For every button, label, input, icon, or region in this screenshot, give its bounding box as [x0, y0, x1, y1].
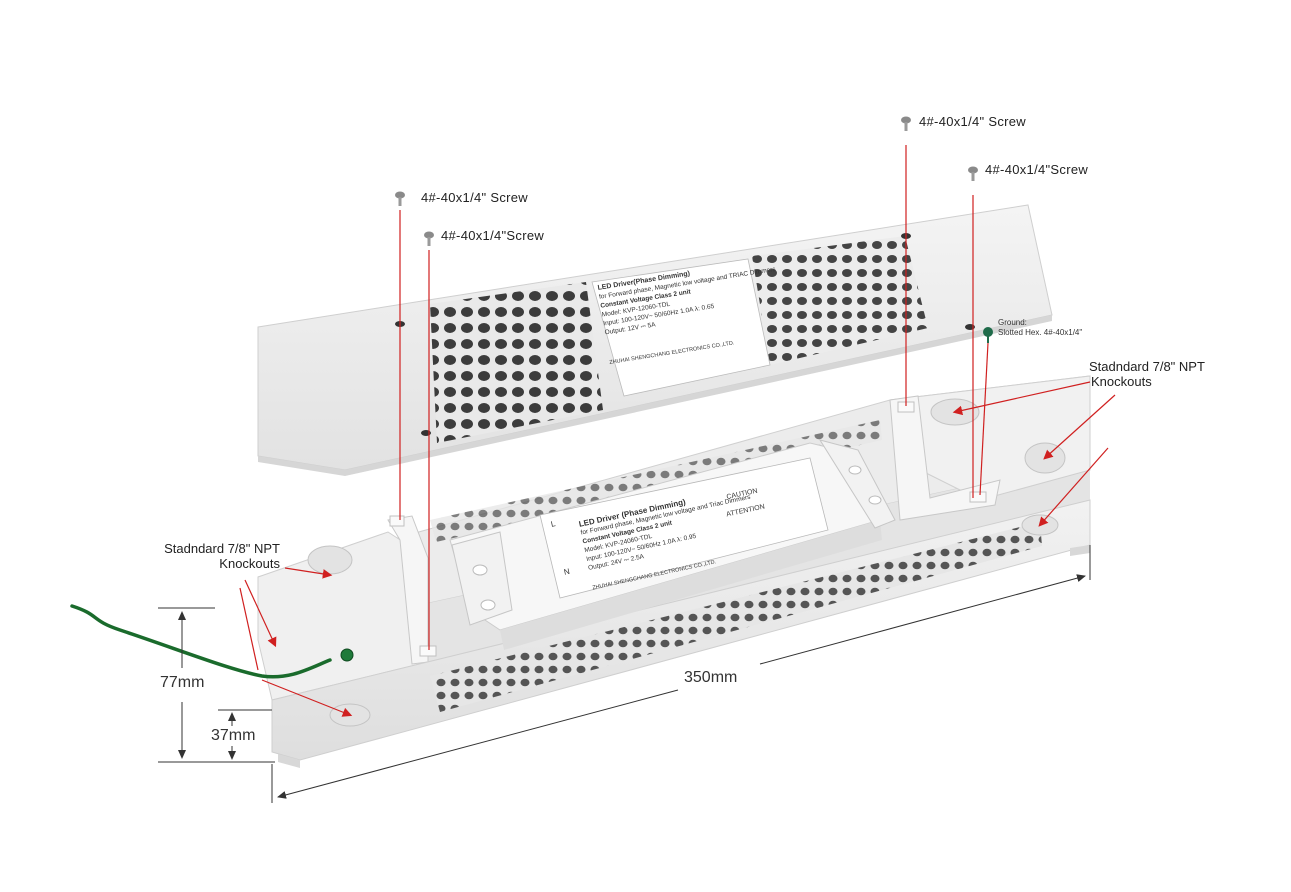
leader-line	[239, 587, 259, 671]
top-cover	[257, 204, 1053, 476]
knockouts-label-right: Stadndard 7/8" NPT Knockouts	[1089, 359, 1205, 389]
cover-vent-left	[430, 282, 603, 443]
driver-mount-flange-right	[818, 439, 896, 529]
length-dim-arrow	[277, 689, 679, 799]
led-driver-module	[449, 439, 896, 650]
ground-wire	[70, 604, 354, 679]
ground-wire-terminal	[340, 648, 354, 662]
leader-arrow	[952, 381, 1091, 416]
screw-tab	[389, 515, 405, 527]
mounting-foot	[1070, 545, 1090, 556]
knockouts-label-right-line2: Knockouts	[1091, 374, 1152, 389]
ground-label-line2: Slotted Hex. 4#-40x1/4"	[998, 328, 1083, 337]
ground-screw	[983, 327, 993, 343]
cover-vent-right	[752, 236, 928, 365]
knockouts-label-left-line2: Knockouts	[219, 556, 280, 571]
screw-label-left: 4#-40x1/4"Screw	[441, 228, 545, 243]
driver-mount-flange-left	[451, 531, 513, 626]
height-dimension: 77mm	[160, 674, 205, 691]
length-dim-arrow	[759, 574, 1086, 665]
leader-arrow	[261, 679, 353, 717]
leader-arrow	[284, 567, 333, 579]
ground-screw-head	[983, 327, 993, 337]
front-wall-vents	[430, 522, 1042, 712]
driver-side	[500, 520, 882, 650]
knockouts-label-left: Stadndard 7/8" NPT Knockouts	[150, 541, 280, 571]
screw-icon	[968, 166, 978, 181]
mounting-foot	[278, 754, 300, 768]
knockouts-label-right-line1: Stadndard 7/8" NPT	[1089, 359, 1205, 374]
screw-icon	[424, 231, 434, 246]
length-dimension: 350mm	[684, 669, 738, 686]
screw-icon	[395, 191, 405, 206]
screw-icon	[901, 116, 911, 131]
screw-label-top-right: 4#-40x1/4" Screw	[919, 114, 1026, 129]
driver-terminal-n: N	[563, 566, 571, 577]
screw-label-right: 4#-40x1/4"Screw	[985, 162, 1089, 177]
base-height-dimension: 37mm	[211, 727, 256, 744]
leader-line	[979, 342, 989, 496]
knockouts-label-left-line1: Stadndard 7/8" NPT	[164, 541, 280, 556]
screw-tab	[969, 491, 987, 503]
leader-arrow	[1038, 447, 1109, 527]
ground-wire-path	[70, 604, 332, 679]
leader-arrow	[244, 579, 277, 648]
screw-label-top-left: 4#-40x1/4" Screw	[421, 190, 528, 205]
screw-tab	[419, 645, 437, 657]
knockout	[307, 545, 353, 575]
dimension-lines	[158, 545, 1091, 803]
leader-lines	[239, 145, 1116, 717]
driver-label-plate	[539, 457, 829, 599]
leader-arrow	[1043, 394, 1116, 460]
ground-label: Ground: Slotted Hex. 4#-40x1/4"	[998, 318, 1082, 338]
back-wall-vents	[430, 420, 882, 542]
ground-label-line1: Ground:	[998, 318, 1027, 327]
cover-label-plate	[591, 258, 771, 397]
